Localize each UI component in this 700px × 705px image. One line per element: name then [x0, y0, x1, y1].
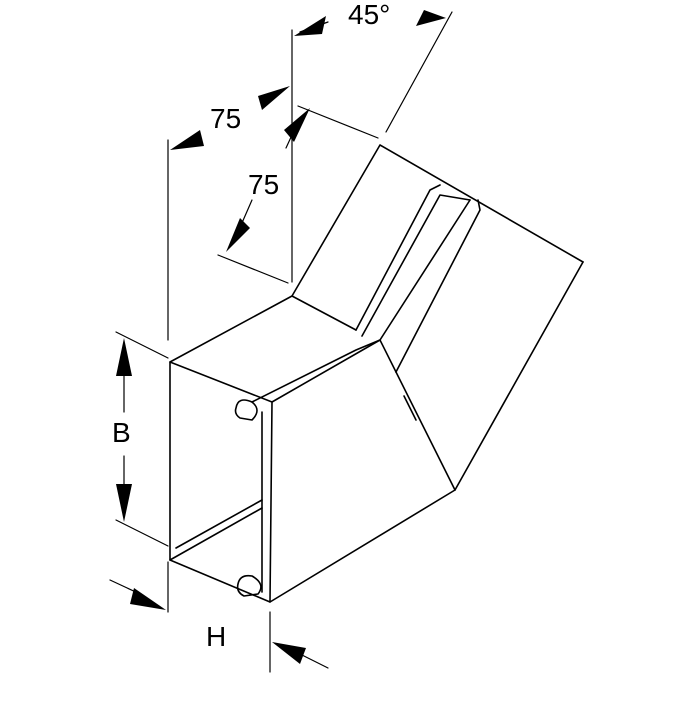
width-label: H: [206, 621, 226, 652]
dim-75a-left-arrow: [170, 130, 204, 150]
duct-bend-outline: [169, 144, 584, 603]
dim-75a-right-arrow: [258, 86, 290, 110]
upper-lip-edge: [251, 339, 381, 403]
dim-h-right-arrow: [272, 642, 306, 664]
lower-side-face: [269, 371, 456, 603]
dim-b-top-arrow: [116, 338, 132, 376]
ext-line-b-bottom: [115, 519, 169, 547]
dim-angle-right-arrow: [416, 10, 446, 26]
upper-top-face: [291, 144, 584, 297]
inner-floor-edge: [169, 507, 263, 561]
ext-line-b-top: [115, 331, 169, 359]
dim-75b-bottom-line: [237, 199, 253, 233]
inner-floor-line: [175, 499, 263, 549]
dimension-labels: 45° 75 75 B H: [112, 0, 390, 652]
upper-lip-curl: [234, 399, 258, 421]
dim-75b-top-line: [285, 121, 299, 149]
dim-h-right-line: [299, 653, 329, 669]
channel-line-1: [355, 184, 441, 331]
channel-line-3: [379, 199, 471, 341]
dim-h-left-arrow: [130, 588, 166, 610]
dimension-arrows: [109, 10, 446, 669]
channel-line-2: [361, 194, 471, 337]
height-label: B: [112, 417, 131, 448]
lower-top-face: [169, 295, 357, 363]
side-notch: [403, 395, 417, 421]
length-b-label: 75: [248, 169, 279, 200]
lower-lip-curl: [236, 574, 262, 597]
ext-line-upper: [297, 105, 379, 139]
lower-top-edge: [271, 339, 397, 403]
extension-lines: [115, 11, 453, 673]
dim-75b-bottom-arrow: [226, 218, 250, 252]
channel-line-4: [395, 199, 481, 373]
dim-b-bottom-arrow: [116, 484, 132, 522]
upper-side-edge: [454, 261, 584, 491]
dim-angle-left-arrow: [294, 16, 326, 36]
front-opening-frame: [169, 361, 273, 603]
angle-label: 45°: [348, 0, 390, 30]
length-a-label: 75: [210, 103, 241, 134]
ext-line-lower: [217, 254, 289, 284]
ext-line-angle: [385, 11, 453, 133]
